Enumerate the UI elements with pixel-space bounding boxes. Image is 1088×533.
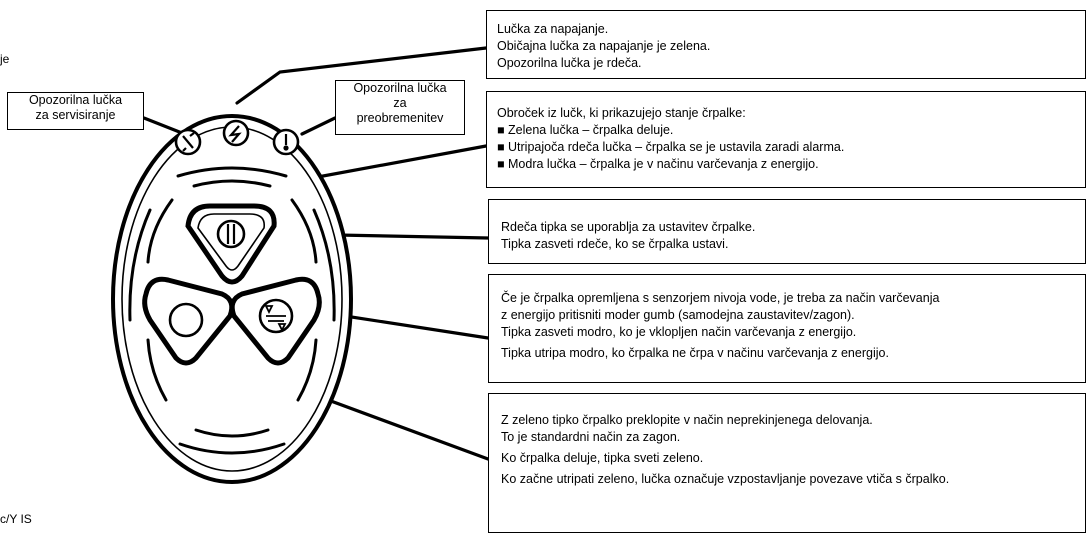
callout-power-line-2: Običajna lučka za napajanje je zelena. — [497, 39, 711, 53]
callout-blue-line-2: z energijo pritisniti moder gumb (samode… — [501, 308, 855, 322]
ring-segment-top-outer — [176, 166, 288, 178]
ring-segment-left-lower — [146, 338, 168, 402]
label-service-line-2: za servisiranje — [35, 108, 116, 122]
ring-segment-right-lower — [296, 338, 318, 402]
callout-blue-line-4: Tipka utripa modro, ko črpalka ne črpa v… — [501, 346, 889, 360]
ring-segment-right-upper — [290, 198, 318, 264]
callout-ring-line-2: ■ Zelena lučka – črpalka deluje. — [497, 123, 674, 137]
callout-power-line-1: Lučka za napajanje. — [497, 22, 609, 36]
callout-blue-line-3: Tipka zasveti modro, ko je vklopljen nač… — [501, 325, 857, 339]
callout-ring-line-3: ■ Utripajoča rdeča lučka – črpalka se je… — [497, 140, 845, 154]
leader-line-overload — [300, 116, 337, 136]
leader-line-ring — [294, 144, 488, 183]
overload-warning-light — [272, 128, 300, 156]
label-overload-line-3: preobremenitev — [356, 111, 444, 125]
callout-power-line-3: Opozorilna lučka je rdeča. — [497, 56, 642, 70]
label-service-warning: Opozorilna lučka za servisiranje — [7, 92, 144, 130]
ring-segment-left-upper — [146, 198, 174, 264]
label-overload-warning: Opozorilna lučka za preobremenitev — [335, 80, 465, 135]
leader-line-power — [235, 46, 488, 105]
ring-segment-bottom — [178, 442, 286, 455]
callout-green-line-4: Ko začne utripati zeleno, lučka označuje… — [501, 472, 950, 486]
label-service-line-1: Opozorilna lučka — [28, 93, 123, 107]
callout-red-button: Rdeča tipka se uporablja za ustavitev čr… — [488, 199, 1086, 264]
callout-status-ring: Obroček iz lučk, ki prikazujejo stanje č… — [486, 91, 1086, 188]
blue-energy-saving-button — [229, 276, 322, 366]
callout-red-line-1: Rdeča tipka se uporablja za ustavitev čr… — [501, 220, 756, 234]
ring-segment-left-outer — [128, 208, 152, 322]
callout-blue-button: Če je črpalka opremljena s senzorjem niv… — [488, 274, 1086, 383]
service-warning-light — [174, 128, 202, 156]
callout-red-line-2: Tipka zasveti rdeče, ko se črpalka ustav… — [501, 237, 729, 251]
start-icon — [168, 302, 204, 338]
green-start-button — [142, 276, 235, 366]
status-light-ring — [128, 166, 336, 455]
callout-ring-line-4: ■ Modra lučka – črpalka je v načinu varč… — [497, 157, 819, 171]
stray-text-bottom: c/Y IS — [0, 512, 32, 526]
callout-green-line-1: Z zeleno tipko črpalko preklopite v nači… — [501, 413, 873, 427]
leader-line-service — [142, 116, 184, 135]
ring-segment-bottom-inner — [194, 428, 270, 438]
callout-green-line-2: To je standardni način za zagon. — [501, 430, 681, 444]
label-overload-line-1: Opozorilna lučka — [353, 81, 447, 95]
callout-power-light: Lučka za napajanje. Običajna lučka za na… — [486, 10, 1086, 79]
callout-blue-line-1: Če je črpalka opremljena s senzorjem niv… — [501, 291, 940, 305]
ring-segment-top — [192, 179, 272, 188]
stray-text-top: je — [0, 52, 10, 66]
callout-green-line-3: Ko črpalka deluje, tipka sveti zeleno. — [501, 451, 704, 465]
callout-green-button: Z zeleno tipko črpalko preklopite v nači… — [488, 393, 1086, 533]
callout-ring-line-1: Obroček iz lučk, ki prikazujejo stanje č… — [497, 106, 746, 120]
leader-line-blue — [330, 312, 490, 340]
stop-icon — [216, 219, 246, 249]
label-overload-line-2: za — [393, 96, 407, 110]
power-light — [222, 119, 250, 147]
ring-segment-right-outer — [312, 208, 336, 322]
red-stop-button — [185, 203, 277, 285]
